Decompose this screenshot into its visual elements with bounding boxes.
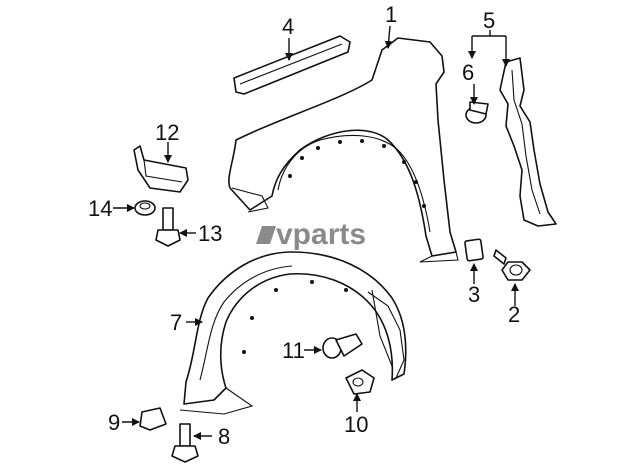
callout-8: 8	[218, 424, 230, 449]
callout-14: 14	[88, 196, 112, 221]
part-2-bolt	[493, 249, 531, 281]
part-10-clip	[345, 369, 375, 395]
callout-12: 12	[155, 120, 179, 145]
part-4-molding	[233, 35, 351, 95]
callout-3: 3	[468, 282, 480, 307]
part-11-clip	[322, 333, 363, 359]
part-12-mudguard	[133, 145, 189, 193]
part-13-bolt	[155, 207, 181, 247]
callout-5: 5	[483, 8, 495, 33]
vparts-logo: vparts	[256, 218, 366, 251]
part-9-clip	[139, 407, 167, 431]
callout-2: 2	[508, 302, 520, 327]
logo-text: vparts	[276, 218, 366, 251]
callout-4: 4	[282, 14, 294, 39]
callout-10: 10	[344, 412, 368, 437]
part-1-fender	[228, 37, 459, 263]
part-7-liner	[179, 251, 407, 415]
part-14-nut	[134, 200, 156, 216]
logo-mark-icon	[256, 226, 276, 244]
callout-13: 13	[198, 221, 222, 246]
part-6-clip	[465, 101, 489, 124]
callout-11: 11	[282, 338, 305, 363]
leader-lines	[113, 25, 519, 440]
callout-9: 9	[108, 410, 120, 435]
callout-1: 1	[385, 2, 397, 27]
part-8-bolt	[171, 423, 199, 463]
callout-labels: 1 2 3 4 5 6 7 8 9 10 11 12 13 14	[88, 2, 520, 449]
callout-7: 7	[170, 310, 182, 335]
callout-6: 6	[462, 60, 474, 85]
part-5-bracket	[499, 57, 557, 227]
part-3-nut	[464, 238, 484, 262]
